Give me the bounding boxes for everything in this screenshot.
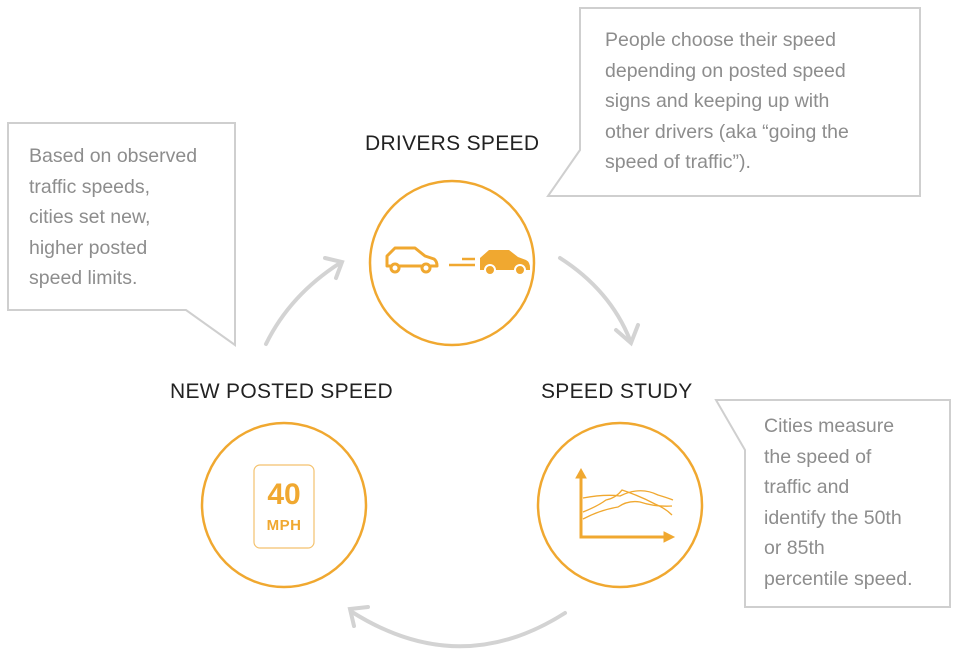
callout-box-drivers: [546, 7, 921, 197]
sign-speed-number: 40: [267, 478, 301, 511]
speed-lines-icon: [449, 257, 475, 267]
stage-label-new-posted-speed: NEW POSTED SPEED: [170, 380, 394, 403]
callout-text-study: Cities measure the speed of traffic and …: [764, 415, 913, 590]
arrow-study-to-posted-icon: [347, 605, 567, 649]
cars-icon: [385, 246, 530, 276]
callout-box-posted: [7, 122, 236, 347]
callout-text-drivers: People choose their speed depending on p…: [605, 29, 849, 173]
arrow-posted-to-drivers-icon: [264, 256, 345, 346]
stage-label-speed-study: SPEED STUDY: [541, 380, 693, 403]
callout-box-study: [714, 399, 951, 608]
new-posted-speed-circle: [200, 421, 368, 589]
speed-study-circle: [536, 421, 704, 589]
drivers-speed-circle: [368, 179, 536, 347]
filled-car-icon: [480, 250, 530, 276]
speed-limit-sign-icon: [253, 464, 315, 549]
line-graph-icon: [575, 467, 676, 543]
callout-text-posted: Based on observed traffic speeds, cities…: [29, 145, 198, 289]
outline-car-icon: [385, 246, 439, 274]
stage-label-drivers-speed: DRIVERS SPEED: [365, 132, 540, 155]
arrow-drivers-to-study-icon: [558, 256, 640, 347]
sign-speed-unit: MPH: [266, 517, 302, 534]
